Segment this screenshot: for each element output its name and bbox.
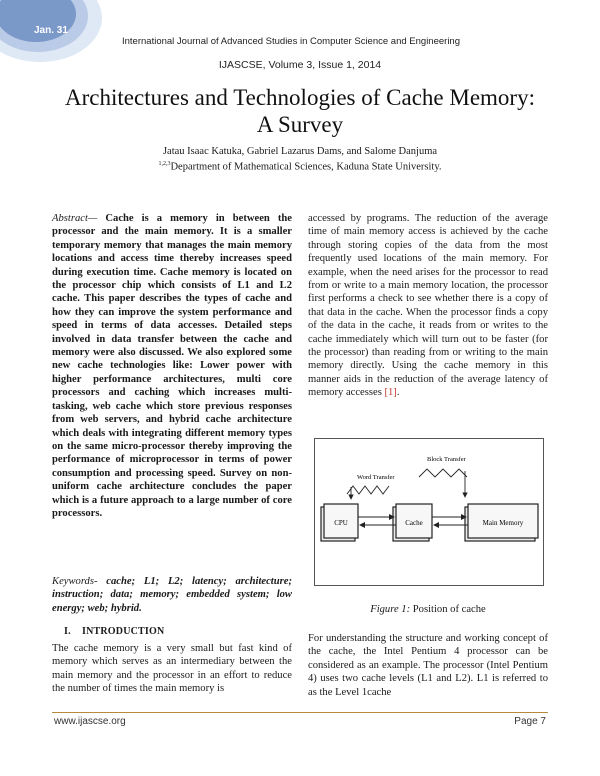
- main-memory-label: Main Memory: [483, 519, 524, 527]
- journal-name: International Journal of Advanced Studie…: [122, 36, 460, 47]
- badge-graphic: [0, 0, 102, 62]
- keywords: Keywords- cache; L1; L2; latency; archit…: [52, 575, 292, 615]
- section-title: INTRODUCTION: [82, 626, 165, 637]
- abstract-lead: Abstract—: [52, 213, 98, 224]
- paragraph-end: .: [396, 387, 400, 399]
- citation-link[interactable]: [1]: [384, 387, 397, 399]
- right-column-paragraph-2: For understanding the structure and work…: [308, 633, 548, 698]
- figure-caption: Figure 1: Position of cache: [308, 604, 548, 615]
- cache-label: Cache: [405, 519, 423, 527]
- word-transfer-squiggle: [346, 485, 390, 495]
- affiliation-text: Department of Mathematical Sciences, Kad…: [170, 161, 442, 173]
- introduction-text: The cache memory is a very small but fas…: [52, 643, 292, 695]
- keywords-text: cache; L1; L2; latency; architecture; in…: [52, 576, 292, 614]
- cache-box-front: [395, 503, 433, 539]
- block-transfer-squiggle: [418, 468, 468, 478]
- authors: Jatau Isaac Katuka, Gabriel Lazarus Dams…: [162, 146, 438, 157]
- paper-title: Architectures and Technologies of Cache …: [40, 84, 560, 138]
- footer-divider: [52, 712, 548, 713]
- title-line-2: A Survey: [256, 112, 344, 137]
- footer-website[interactable]: www.ijascse.org: [54, 716, 126, 727]
- issue-info: IJASCSE, Volume 3, Issue 1, 2014: [218, 59, 382, 71]
- cache-position-diagram: CPU Cache Main Memory Word Transfer Bloc…: [320, 456, 539, 542]
- word-transfer-label: Word Transfer: [357, 474, 395, 481]
- caption-text: Position of cache: [410, 604, 486, 615]
- keywords-lead: Keywords-: [52, 576, 98, 587]
- date-badge-text: Jan. 31: [34, 25, 68, 36]
- right-column-paragraph: accessed by programs. The reduction of t…: [308, 212, 548, 400]
- paragraph-text: accessed by programs. The reduction of t…: [308, 213, 548, 399]
- footer-page-number: Page 7: [514, 716, 546, 727]
- title-line-1: Architectures and Technologies of Cache …: [65, 85, 535, 110]
- section-heading: I. INTRODUCTION: [64, 626, 164, 637]
- abstract: Abstract— Cache is a memory in between t…: [52, 212, 292, 520]
- affiliation: 1,2,3Department of Mathematical Sciences…: [0, 161, 600, 173]
- caption-label: Figure 1:: [370, 604, 411, 615]
- main-memory-box-front: [467, 503, 539, 539]
- abstract-text: Cache is a memory in between the process…: [52, 213, 292, 519]
- affiliation-superscript: 1,2,3: [158, 161, 171, 167]
- section-number: I.: [64, 626, 71, 637]
- block-transfer-label: Block Transfer: [427, 456, 467, 463]
- date-badge: Jan. 31: [0, 0, 130, 90]
- cpu-label: CPU: [334, 519, 348, 527]
- figure-diagram: CPU Cache Main Memory Word Transfer Bloc…: [314, 438, 544, 586]
- cpu-box-front: [323, 503, 359, 539]
